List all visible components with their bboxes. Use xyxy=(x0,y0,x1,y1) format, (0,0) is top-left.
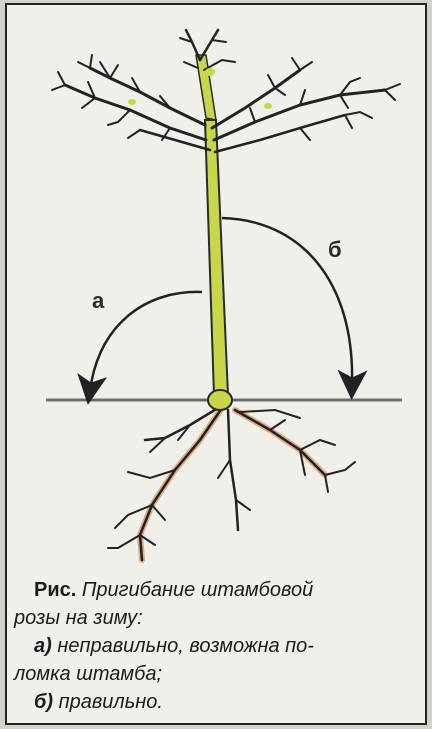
caption-item-a-line1: неправильно, возможна по- xyxy=(52,635,314,657)
graft-base xyxy=(208,390,232,410)
caption-item-a-line2: ломка штамба; xyxy=(14,663,162,685)
roots xyxy=(108,408,355,560)
caption-prefix: Рис. xyxy=(34,579,76,601)
caption-item-b-marker: б) xyxy=(34,691,53,713)
caption-item-a-cont: ломка штамба; xyxy=(14,660,418,688)
caption-item-b: б) правильно. xyxy=(14,688,418,716)
caption-item-a-marker: а) xyxy=(34,635,52,657)
arrow-a xyxy=(90,292,202,390)
caption-line-1: Рис. Пригибание штамбовой xyxy=(14,576,418,604)
rose-stem xyxy=(205,120,228,396)
caption-item-a: а) неправильно, возможна по- xyxy=(14,632,418,660)
label-a: а xyxy=(92,288,104,314)
caption-title-line2: розы на зиму: xyxy=(14,607,143,629)
caption-line-2: розы на зиму: xyxy=(14,604,418,632)
crown-branches xyxy=(52,30,400,152)
label-b: б xyxy=(328,237,342,263)
caption-item-b-text: правильно. xyxy=(53,691,163,713)
figure-caption: Рис. Пригибание штамбовой розы на зиму: … xyxy=(14,576,418,716)
caption-title-line1: Пригибание штамбовой xyxy=(76,579,313,601)
